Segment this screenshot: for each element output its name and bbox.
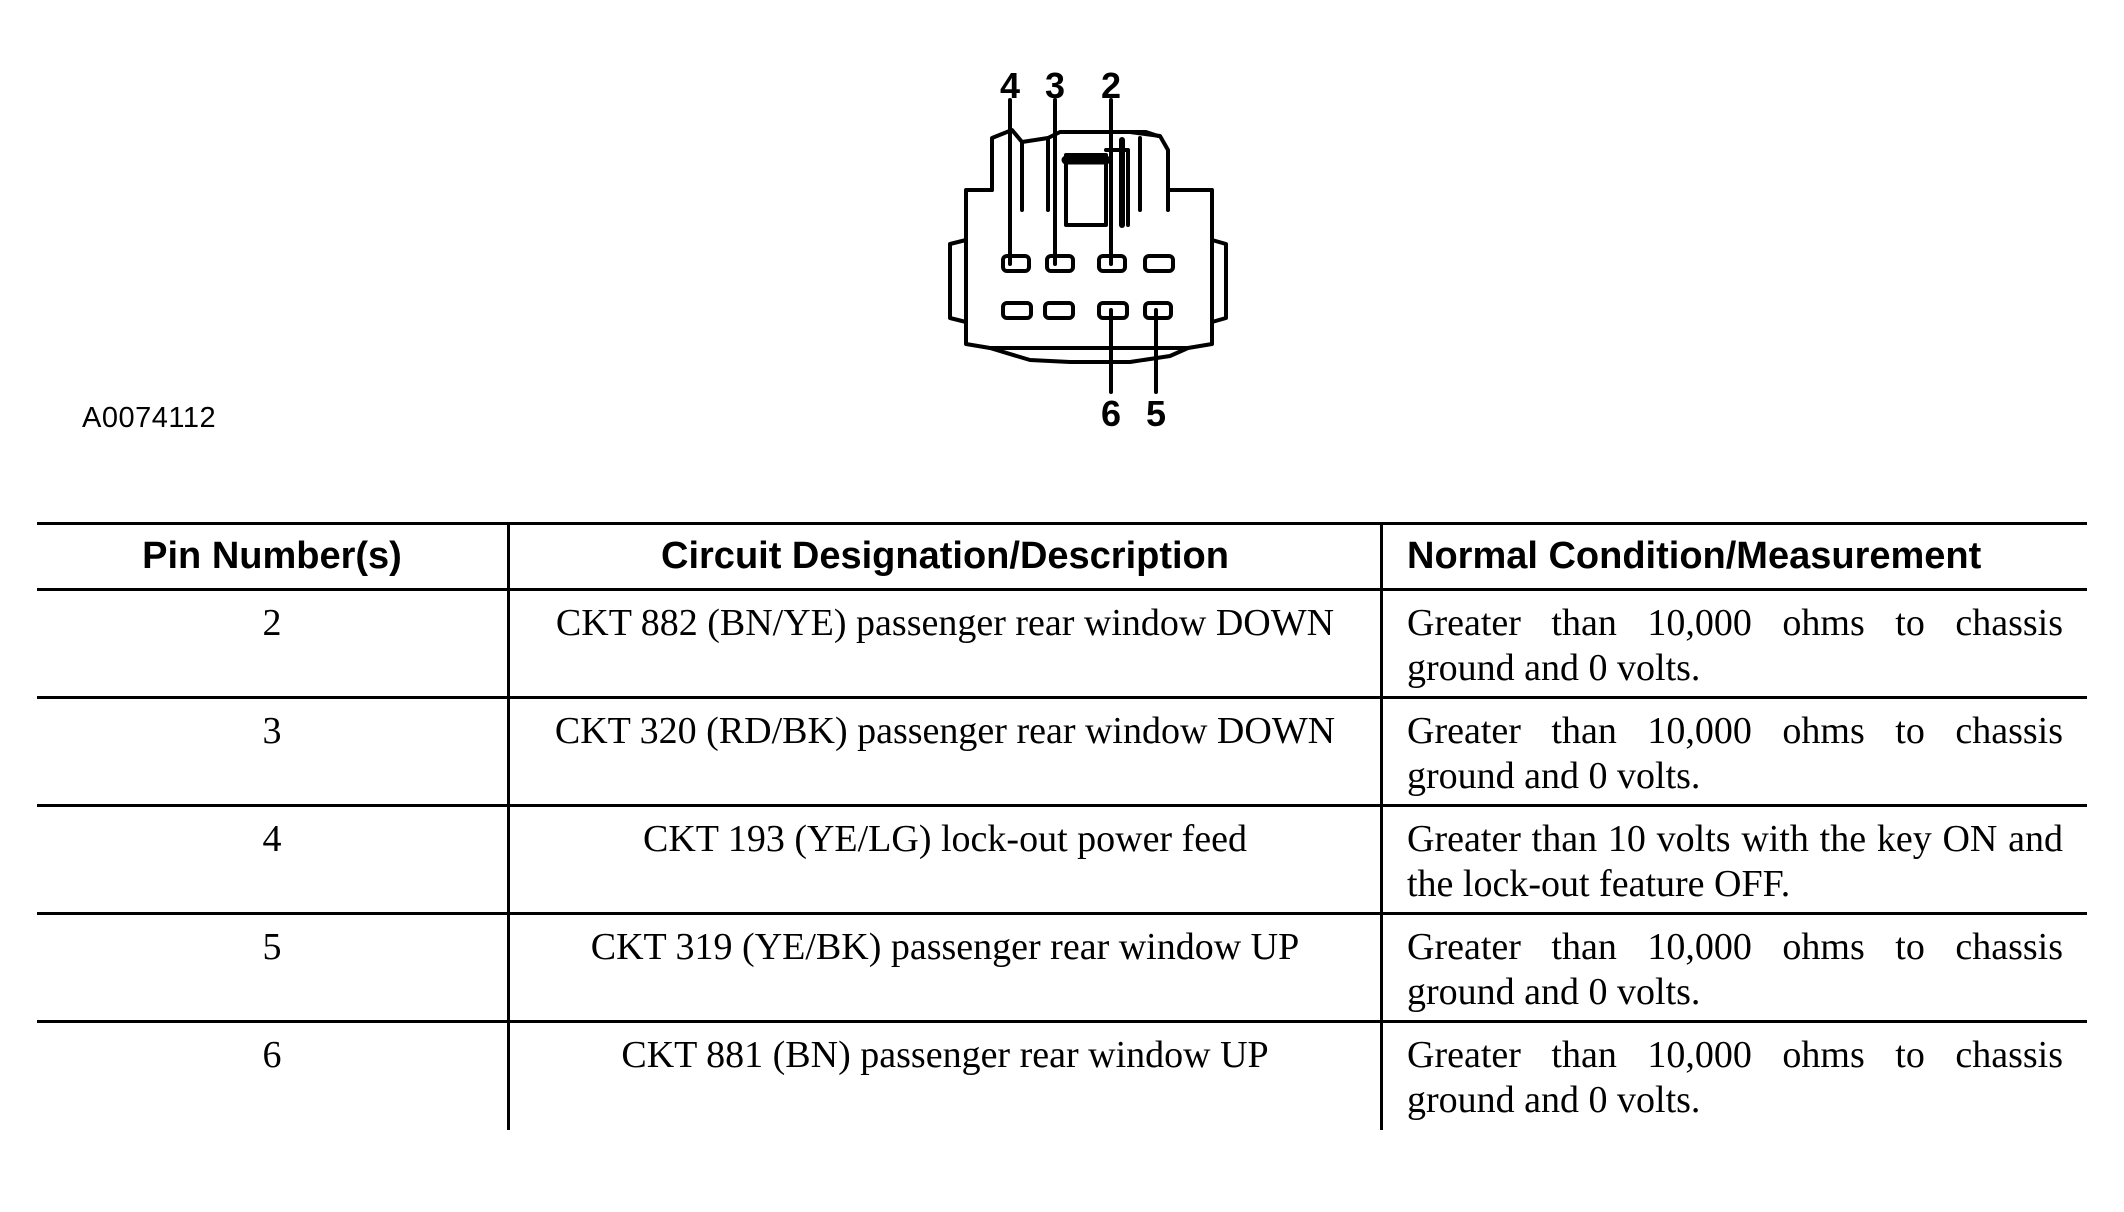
cell-circuit: CKT 882 (BN/YE) passenger rear window DO…: [507, 589, 1382, 699]
pin-cavity-3: [1045, 254, 1075, 273]
table-row: 2 CKT 882 (BN/YE) passenger rear window …: [37, 589, 2087, 699]
cell-circuit: CKT 319 (YE/BK) passenger rear window UP: [507, 913, 1382, 1023]
table-row: 6 CKT 881 (BN) passenger rear window UP …: [37, 1021, 2087, 1130]
cell-circuit: CKT 320 (RD/BK) passenger rear window DO…: [507, 697, 1382, 807]
bottom-pin-row: [1001, 301, 1173, 320]
top-pin-row: [1001, 254, 1175, 273]
connector-latch: [990, 128, 1170, 228]
pin-cavity-1: [1143, 254, 1175, 273]
cell-normal: Greater than 10 volts with the key ON an…: [1380, 805, 2087, 915]
cell-pin: 5: [37, 913, 509, 1023]
table-row: 4 CKT 193 (YE/LG) lock-out power feed Gr…: [37, 805, 2087, 915]
pin-label-3: 3: [1045, 65, 1065, 106]
pin-leader-lines: [1008, 98, 1158, 394]
pin-cavity-4: [1001, 254, 1031, 273]
header-circuit: Circuit Designation/Description: [507, 522, 1382, 591]
table-row: 3 CKT 320 (RD/BK) passenger rear window …: [37, 697, 2087, 807]
pin-cavity-7: [1043, 301, 1075, 320]
cell-pin: 4: [37, 805, 509, 915]
pin-table: Pin Number(s) Circuit Designation/Descri…: [37, 522, 2087, 1130]
cell-normal: Greater than 10,000 ohms to chassis grou…: [1380, 697, 2087, 807]
cell-pin: 6: [262, 1034, 282, 1076]
connector-diagram: 4 3 2 6 5: [948, 65, 1228, 434]
header-normal-condition: Normal Condition/Measurement: [1380, 522, 2087, 591]
cell-normal: Greater than 10,000 ohms to chassis grou…: [1380, 589, 2087, 699]
pin-label-6: 6: [1101, 393, 1121, 434]
cell-normal: Greater than 10,000 ohms to chassis grou…: [1380, 1021, 2087, 1130]
pin-label-5: 5: [1146, 393, 1166, 434]
header-pin-number: Pin Number(s): [37, 522, 509, 591]
cell-pin: 2: [37, 589, 509, 699]
cell-pin: 3: [37, 697, 509, 807]
cell-normal: Greater than 10,000 ohms to chassis grou…: [1380, 913, 2087, 1023]
cell-circuit: CKT 881 (BN) passenger rear window UP: [507, 1021, 1382, 1130]
figure-id: A0074112: [82, 402, 217, 434]
pin-cavity-8: [1001, 301, 1033, 320]
pin-label-4: 4: [1000, 65, 1020, 106]
connector-body: [948, 188, 1228, 364]
pin-label-2: 2: [1101, 65, 1121, 106]
table-header-row: Pin Number(s) Circuit Designation/Descri…: [37, 522, 2087, 591]
table-row: 5 CKT 319 (YE/BK) passenger rear window …: [37, 913, 2087, 1023]
cell-circuit: CKT 193 (YE/LG) lock-out power feed: [507, 805, 1382, 915]
pin-table-container: Pin Number(s) Circuit Designation/Descri…: [37, 522, 2087, 1130]
